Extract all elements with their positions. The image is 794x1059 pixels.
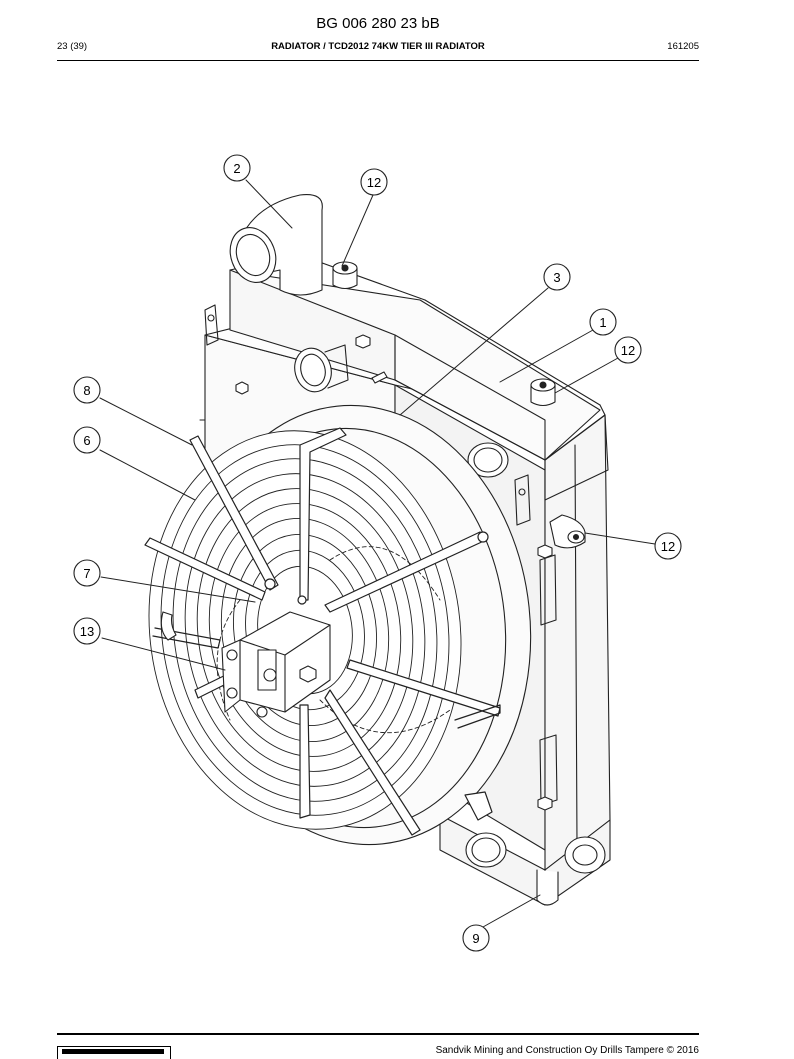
callout-2: 2 bbox=[223, 154, 251, 182]
header-rule bbox=[57, 60, 699, 61]
upper-hose-elbow bbox=[229, 194, 349, 393]
svg-text:13: 13 bbox=[80, 624, 94, 639]
revision-code: 161205 bbox=[667, 41, 699, 52]
svg-text:12: 12 bbox=[367, 175, 381, 190]
footer-copyright: Sandvik Mining and Construction Oy Drill… bbox=[435, 1045, 699, 1056]
section-title: RADIATOR / TCD2012 74KW TIER III RADIATO… bbox=[271, 41, 485, 52]
footer-rule bbox=[57, 1033, 699, 1035]
svg-text:6: 6 bbox=[83, 433, 90, 448]
document-number: BG 006 280 23 bB bbox=[316, 15, 440, 32]
hydraulic-motor bbox=[160, 611, 331, 718]
callout-9: 9 bbox=[462, 924, 490, 952]
callout-12-top: 12 bbox=[360, 168, 388, 196]
filler-cap bbox=[332, 261, 586, 549]
svg-text:7: 7 bbox=[83, 566, 90, 581]
page-indicator: 23 (39) bbox=[57, 41, 88, 52]
callout-13: 13 bbox=[73, 617, 101, 645]
callout-8: 8 bbox=[73, 376, 101, 404]
svg-text:3: 3 bbox=[553, 270, 560, 285]
svg-text:9: 9 bbox=[472, 931, 479, 946]
svg-text:8: 8 bbox=[83, 383, 90, 398]
svg-text:2: 2 bbox=[233, 161, 240, 176]
callout-1: 1 bbox=[589, 308, 617, 336]
svg-text:12: 12 bbox=[661, 539, 675, 554]
callout-6: 6 bbox=[73, 426, 101, 454]
callout-12-right-top: 12 bbox=[614, 336, 642, 364]
callout-7: 7 bbox=[73, 559, 101, 587]
leader-lines bbox=[99, 179, 656, 928]
svg-text:12: 12 bbox=[621, 343, 635, 358]
callout-3: 3 bbox=[543, 263, 571, 291]
svg-text:1: 1 bbox=[599, 315, 606, 330]
callout-12-side: 12 bbox=[654, 532, 682, 560]
